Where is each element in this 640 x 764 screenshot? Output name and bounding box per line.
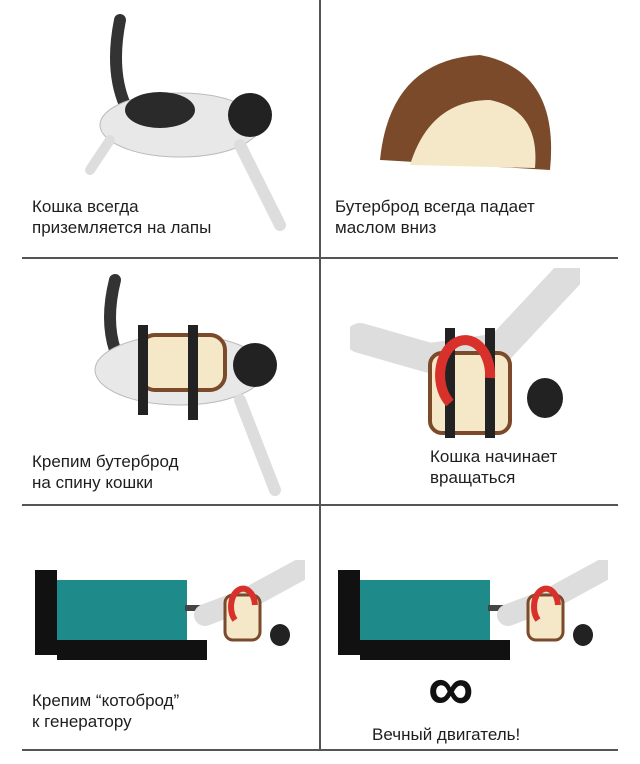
caption-line: Бутерброд всегда падает (335, 197, 535, 216)
caption-line: вращаться (430, 468, 516, 487)
cat-image (85, 14, 286, 231)
panel-4-caption: Кошка начинает вращаться (430, 446, 557, 488)
caption-line: Крепим бутерброд (32, 452, 179, 471)
horizontal-divider (22, 749, 618, 751)
panel-3-caption: Крепим бутерброд на спину кошки (32, 451, 178, 493)
horizontal-divider (22, 504, 618, 506)
caption-line: на спину кошки (32, 473, 154, 492)
panel-5-caption: Крепим “котоброд” к генератору (32, 690, 179, 732)
caption-line: Кошка всегда (32, 197, 139, 216)
vertical-divider (319, 0, 321, 750)
caption-line: маслом вниз (335, 218, 437, 237)
sandwich-image (380, 55, 552, 170)
infinity-symbol: ∞ (428, 652, 474, 724)
panel-1-caption: Кошка всегда приземляется на лапы (32, 196, 211, 238)
generator-with-catbread-image (338, 560, 608, 660)
generator-with-catbread-image (35, 560, 305, 660)
caption-line: Кошка начинает (430, 447, 558, 466)
caption-line: Крепим “котоброд” (32, 691, 180, 710)
caption-line: к генератору (32, 712, 132, 731)
panel-2-caption: Бутерброд всегда падает маслом вниз (335, 196, 535, 238)
rotating-cat-image (350, 268, 580, 438)
caption-line: приземляется на лапы (32, 218, 212, 237)
horizontal-divider (22, 257, 618, 259)
panel-6-caption: Вечный двигатель! (372, 725, 521, 744)
cat-with-sandwich-image (94, 274, 281, 496)
